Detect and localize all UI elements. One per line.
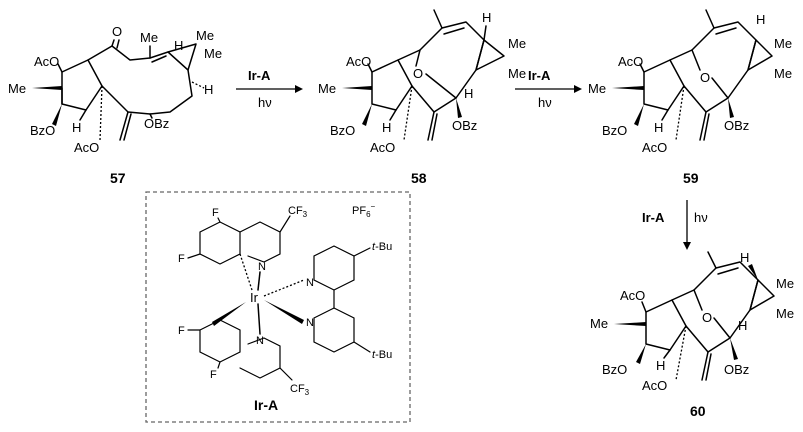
label-cf3-1: CF3 [288,205,308,219]
label-me-58: Me [318,81,336,96]
reagent-label-2: Ir-A [528,68,551,83]
condition-label-2: hν [538,95,552,110]
label-obz-60: OBz [724,362,749,377]
label-aco-57a: AcO [34,54,59,69]
label-o-57: O [112,24,122,39]
label-h-59b: H [756,12,765,27]
arrow-57-58: Ir-A hν [236,68,303,110]
label-bzo-57: BzO [30,123,55,138]
condition-label-3: hν [694,210,708,225]
label-o-60: O [702,310,712,325]
label-f-4: F [210,369,217,381]
label-obz-57: OBz [144,116,169,131]
label-n-3: N [306,317,314,329]
label-me-57b: Me [140,30,158,45]
label-me-58a: Me [508,36,526,51]
label-o-59: O [700,70,710,85]
label-me-60b: Me [776,306,794,321]
arrow-59-60: Ir-A hν [642,200,708,250]
label-aco-60a: AcO [620,288,645,303]
label-me-60: Me [590,316,608,331]
compound-label-58: 58 [411,170,427,186]
label-cf3-2: CF3 [290,383,310,397]
label-f-2: F [178,253,185,265]
label-h-57a: H [72,120,81,135]
compound-label-59: 59 [683,170,699,186]
label-f-1: F [212,207,219,219]
label-h-58c: H [464,86,473,101]
label-n-2: N [306,277,314,289]
label-h-58b: H [482,10,491,25]
label-bzo-60: BzO [602,362,627,377]
label-aco-60b: AcO [642,378,667,393]
label-obz-59: OBz [724,118,749,133]
label-h-60a: H [656,358,665,373]
reagent-label-1: Ir-A [248,68,271,83]
label-aco-59b: AcO [642,140,667,155]
label-me-58b: Me [508,66,526,81]
label-obz-58: OBz [452,118,477,133]
structure-58: AcO Me BzO H O H Me Me H OBz AcO [318,9,526,155]
label-bzo-58: BzO [330,123,355,138]
label-h-59a: H [654,120,663,135]
label-me-59a: Me [774,36,792,51]
label-aco-58b: AcO [370,140,395,155]
structure-57: AcO Me BzO H O Me H Me Me H OBz [8,24,222,155]
label-n-4: N [256,335,264,347]
label-h-58a: H [382,120,391,135]
label-o-58: O [413,66,423,81]
structure-60: AcO Me BzO H O H Me Me H OBz AcO [590,250,794,393]
label-f-3: F [178,325,185,337]
label-bzo-59: BzO [602,123,627,138]
label-me-60a: Me [776,276,794,291]
label-me-59: Me [588,81,606,96]
label-h-60c: H [738,318,747,333]
label-aco-57b: AcO [74,140,99,155]
label-me-59b: Me [774,66,792,81]
reagent-label-3: Ir-A [642,210,665,225]
label-pf6: PF6− [352,202,376,219]
catalyst-label: Ir-A [254,397,278,413]
label-tbu-2: t-Bu [372,349,392,361]
arrow-58-59: Ir-A hν [515,68,582,110]
label-h-57c: H [204,82,213,97]
label-me-57: Me [8,81,26,96]
catalyst-box [145,191,411,423]
label-me-57d: Me [204,46,222,61]
label-aco-58a: AcO [346,54,371,69]
structure-ir-a: Ir F F N CF3 PF6− N t-Bu N t-Bu F [178,202,392,397]
label-h-60b: H [740,250,749,265]
condition-label-1: hν [258,95,272,110]
label-h-57b: H [174,38,183,53]
label-n-1: N [258,261,266,273]
structure-59: AcO Me BzO H O H Me Me H OBz AcO [588,9,792,155]
label-me-57c: Me [196,28,214,43]
compound-label-60: 60 [690,403,706,419]
label-tbu-1: t-Bu [372,241,392,253]
label-ir: Ir [250,290,259,305]
compound-label-57: 57 [110,170,126,186]
label-aco-59a: AcO [618,54,643,69]
